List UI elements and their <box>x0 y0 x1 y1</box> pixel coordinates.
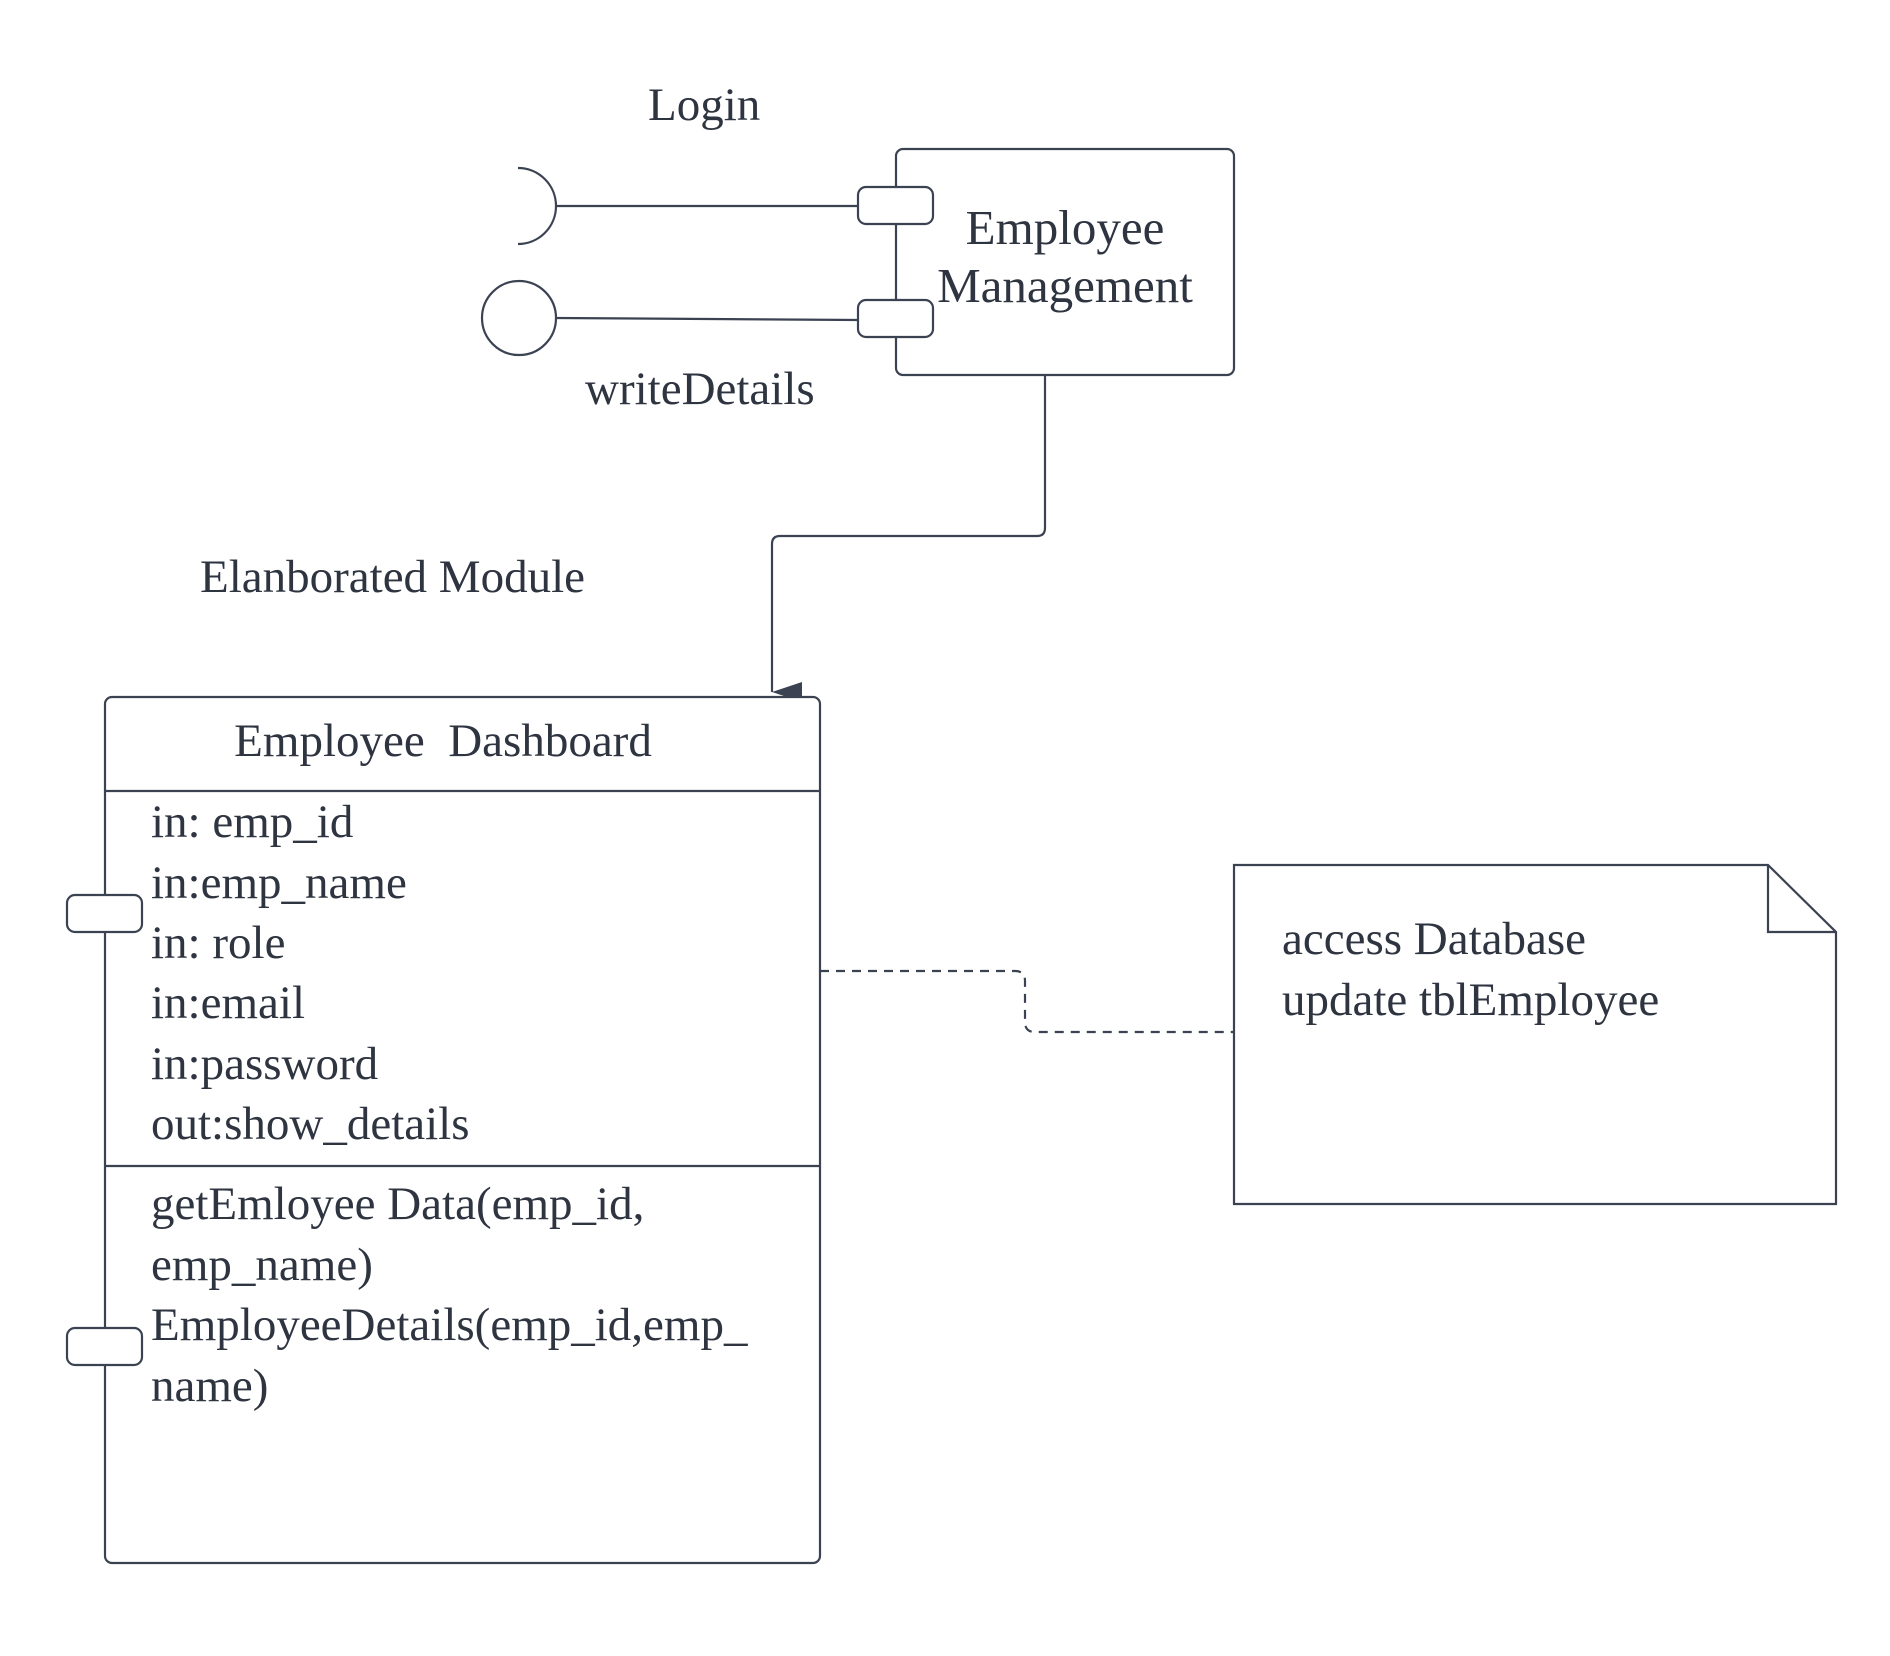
employee-management-port-bottom[interactable] <box>856 298 935 339</box>
dashboard-operations: getEmloyee Data(emp_id, emp_name) Employ… <box>151 1178 748 1412</box>
attribute-item: in: emp_id <box>151 796 353 848</box>
dependency-arrow <box>770 375 1047 702</box>
employee-management-component[interactable] <box>894 147 1236 377</box>
note-line: update tblEmployee <box>1282 974 1659 1026</box>
write-details-connector-line <box>555 316 859 322</box>
login-label: Login <box>648 79 760 131</box>
note-dashed-connector <box>820 969 1234 1034</box>
employee-dashboard-title: Employee Dashboard <box>234 715 652 767</box>
elaborated-module-label: Elanborated Module <box>200 551 585 603</box>
dashboard-port-lower[interactable] <box>65 1326 144 1367</box>
write-details-lollipop-icon <box>480 279 558 357</box>
note-box[interactable] <box>1232 863 1838 1206</box>
note-folded-corner <box>1766 865 1836 934</box>
attribute-item: in:emp_name <box>151 857 407 909</box>
employee-management-name-line2: Management <box>937 258 1193 313</box>
attribute-item: in:password <box>151 1038 378 1090</box>
attribute-item: out:show_details <box>151 1098 470 1150</box>
operation-line: getEmloyee Data(emp_id, <box>151 1178 644 1230</box>
dashboard-port-upper[interactable] <box>65 893 144 934</box>
employee-dashboard-box[interactable] <box>103 695 822 1565</box>
dashboard-attributes: in: emp_id in:emp_name in: role in:email… <box>151 796 470 1150</box>
employee-management-name-line1: Employee <box>966 200 1165 255</box>
login-socket-icon <box>517 166 558 246</box>
write-details-label: writeDetails <box>585 363 815 415</box>
note-line: access Database <box>1282 913 1586 965</box>
attribute-item: in: role <box>151 917 285 969</box>
operation-line: name) <box>151 1360 268 1412</box>
operation-line: EmployeeDetails(emp_id,emp_ <box>151 1299 748 1351</box>
employee-management-port-top[interactable] <box>856 185 935 226</box>
attribute-item: in:email <box>151 977 305 1029</box>
operation-line: emp_name) <box>151 1239 373 1291</box>
